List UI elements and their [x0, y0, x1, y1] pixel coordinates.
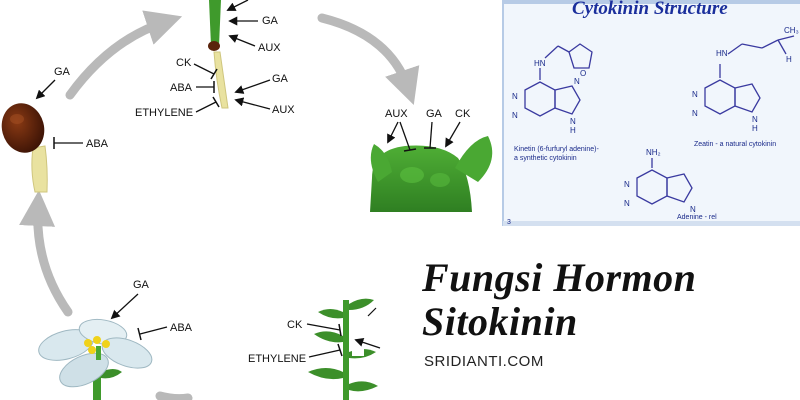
cycle-arrow-left — [19, 190, 73, 317]
zeatin-caption: Zeatin - a natural cytokinin — [694, 141, 776, 148]
petal-bottom — [59, 352, 109, 388]
svg-text:N: N — [574, 77, 580, 86]
panel-background — [503, 0, 800, 226]
plant-ethylene-label: ETHYLENE — [248, 353, 306, 365]
svg-text:H: H — [786, 55, 792, 64]
seedling-hormone-labels: GA AUX CK ABA ETHYLENE GA AUX — [135, 0, 295, 119]
panel-page-number: 3 — [507, 219, 511, 226]
svg-text:N: N — [752, 115, 758, 124]
apex-ga-label: GA — [426, 108, 443, 120]
adenine-molecule — [636, 158, 693, 205]
svg-text:N: N — [690, 205, 696, 214]
seed-ga-label: GA — [54, 66, 71, 78]
seedling-seed — [208, 41, 220, 51]
svg-text:N: N — [624, 199, 630, 208]
root-ga-label: GA — [272, 73, 289, 85]
kinetin-molecule — [524, 43, 593, 117]
flower-aba-label: ABA — [170, 322, 193, 334]
cycle-arrow-bottom — [155, 391, 193, 400]
svg-text:H: H — [752, 124, 758, 133]
title-line-2: Sitokinin — [422, 299, 578, 344]
website-label: SRIDIANTI.COM — [424, 353, 544, 370]
svg-text:N: N — [570, 117, 576, 126]
svg-text:HN: HN — [534, 59, 546, 68]
svg-text:N: N — [512, 92, 518, 101]
apex-hormone-labels: AUX GA CK — [385, 108, 471, 152]
svg-text:N: N — [624, 180, 630, 189]
germinating-seed — [1, 103, 48, 193]
cycle-arrow-top-right — [317, 13, 420, 106]
svg-text:N: N — [692, 90, 698, 99]
zeatin-molecule — [704, 35, 795, 115]
plant-hormone-labels: CK ETHYLENE — [248, 307, 381, 365]
plant-stem — [343, 300, 349, 400]
svg-text:O: O — [580, 69, 586, 78]
radicle — [31, 145, 48, 193]
title-line-1: Fungsi Hormon — [422, 255, 697, 300]
svg-text:CH₃: CH₃ — [784, 26, 799, 35]
adenine-caption: Adenine - rel — [677, 214, 717, 221]
seedling-shoot — [209, 0, 221, 46]
svg-text:N: N — [512, 111, 518, 120]
panel-title: Cytokinin Structure — [572, 0, 728, 19]
root-ethylene-label: ETHYLENE — [135, 107, 193, 119]
seed-aba-label: ABA — [86, 138, 109, 150]
seed-hormone-labels: GA ABA — [35, 66, 109, 150]
svg-text:HN: HN — [716, 49, 728, 58]
seedling — [208, 0, 229, 109]
shoot-ga-label: GA — [262, 15, 279, 27]
apex-aux-label: AUX — [385, 108, 408, 120]
flower-stem — [93, 360, 101, 400]
shoot-apex — [370, 136, 493, 212]
seedling-root — [213, 51, 229, 109]
flower-hormone-labels: GA ABA — [110, 279, 193, 341]
kinetin-caption-line1: Kinetin (6-furfuryl adenine)- — [514, 146, 599, 153]
svg-text:H: H — [570, 126, 576, 135]
root-aba-label: ABA — [170, 82, 193, 94]
left-leaf-primordium — [370, 144, 392, 182]
cycle-arrows — [19, 10, 420, 400]
root-ck-label: CK — [176, 57, 192, 69]
mature-plant — [308, 298, 378, 400]
cytokinin-structure-panel: Cytokinin Structure 3 HN O N N N N H Kin… — [502, 0, 800, 226]
svg-text:NH₂: NH₂ — [646, 148, 661, 157]
kinetin-caption-line2: a synthetic cytokinin — [514, 155, 577, 162]
flower — [38, 318, 153, 400]
apex-ck-label: CK — [455, 108, 471, 120]
root-aux-label: AUX — [272, 104, 295, 116]
cycle-arrow-top-left — [65, 10, 183, 100]
svg-text:N: N — [692, 109, 698, 118]
plant-ck-label: CK — [287, 319, 303, 331]
shoot-aux-label: AUX — [258, 42, 281, 54]
flower-ga-label: GA — [133, 279, 150, 291]
right-leaf-primordium — [455, 136, 493, 182]
